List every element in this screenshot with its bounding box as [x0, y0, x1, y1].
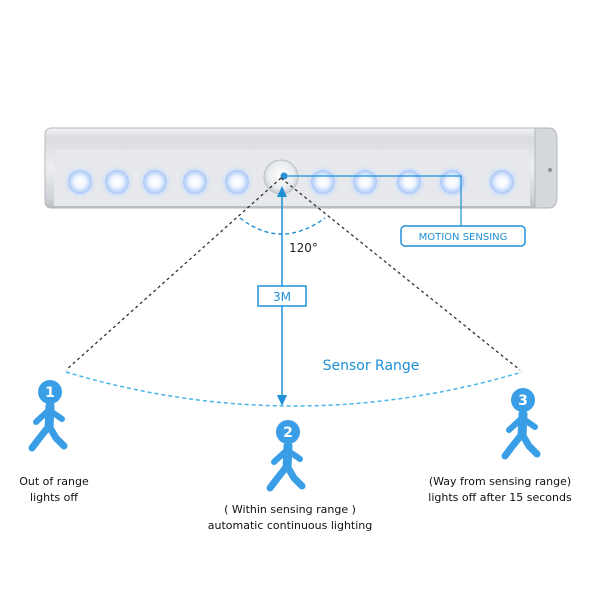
led-5 — [225, 170, 249, 194]
figure-2-leg-left — [266, 462, 291, 492]
figure-3-caption: (Way from sensing range) lights off afte… — [402, 474, 598, 506]
figure-3-number: 3 — [518, 393, 528, 409]
figure-3-arm-right — [519, 415, 538, 430]
figure-1-head — [38, 380, 62, 404]
figure-1-number: 1 — [45, 385, 55, 401]
figure-3-caption-line1: (Way from sensing range) — [428, 475, 572, 488]
distance-label: 3M — [273, 290, 291, 304]
charging-port — [548, 168, 552, 172]
led-3 — [143, 170, 167, 194]
figure-1-caption: Out of range lights off — [2, 474, 106, 506]
figure-3-walking-person-icon: 3 — [501, 388, 541, 460]
figure-3-head — [511, 388, 535, 412]
figure-3-leg-left — [501, 430, 526, 460]
figure-2-number: 2 — [283, 425, 293, 441]
cone-left-edge — [65, 177, 282, 371]
led-6 — [311, 170, 335, 194]
figure-2-walking-person-icon: 2 — [266, 420, 306, 492]
figure-2-arm-right — [284, 447, 303, 462]
figure-2-head — [276, 420, 300, 444]
figure-1-arm-right — [46, 407, 65, 422]
sensor-range-label: Sensor Range — [323, 358, 420, 374]
led-1 — [68, 170, 92, 194]
motion-sensing-label: MOTION SENSING — [419, 232, 508, 243]
figure-2-caption: ( Within sensing range ) automatic conti… — [180, 502, 400, 534]
angle-label: 120° — [289, 241, 318, 255]
figure-2-caption-line1: ( Within sensing range ) — [224, 503, 356, 516]
figure-1-caption-line1: Out of range — [19, 475, 89, 488]
led-2 — [105, 170, 129, 194]
motion-sensing-badge — [400, 225, 526, 247]
figure-2-caption-line2: automatic continuous lighting — [207, 519, 373, 532]
figure-1-leg-left — [28, 422, 53, 452]
motion-sensor-point — [280, 172, 288, 180]
led-7 — [353, 170, 377, 194]
figure-1-caption-line2: lights off — [30, 491, 78, 504]
distance-arrow-up-head — [277, 186, 287, 197]
figure-2-leg-right — [283, 462, 306, 490]
figure-1-walking-person-icon: 1 — [28, 380, 68, 452]
figure-1-leg-right — [45, 422, 68, 450]
led-8 — [397, 170, 421, 194]
light-bar — [44, 127, 558, 209]
led-10 — [490, 170, 514, 194]
distance-label-box — [257, 285, 307, 307]
led-4 — [183, 170, 207, 194]
led-row — [65, 167, 517, 197]
sensor-range-arc — [65, 371, 523, 407]
motion-sensing-leader-line — [287, 175, 462, 235]
figure-3-leg-right — [518, 430, 541, 458]
distance-arrow-down-head — [277, 395, 287, 406]
light-bar-end-cap — [534, 127, 558, 209]
figure-3-caption-line2: lights off after 15 seconds — [428, 491, 572, 504]
